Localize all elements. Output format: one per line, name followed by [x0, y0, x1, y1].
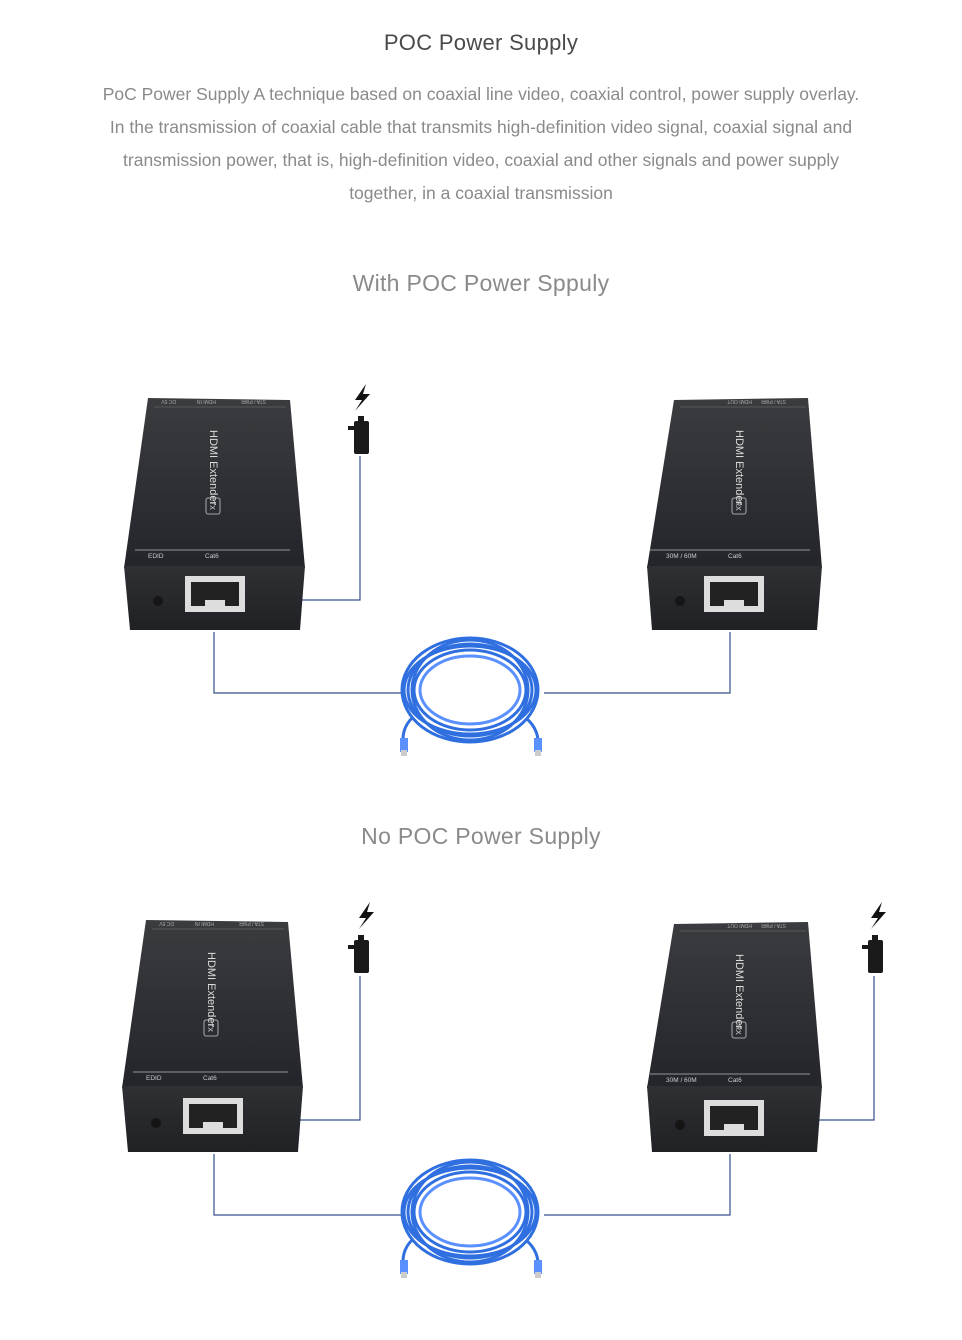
rx-badge: RX: [734, 501, 741, 511]
tx-top-label: HDMI IN: [194, 920, 214, 926]
rx-top-label: HDMI OUT: [727, 922, 752, 928]
tx-cat6-label: Cat6: [203, 1075, 217, 1082]
tx-edid-label: EDID: [146, 1075, 162, 1082]
description: PoC Power Supply A technique based on co…: [102, 84, 860, 203]
rx-top-label: STA / PWR: [761, 398, 786, 404]
section-title-no-poc: No POC Power Supply: [361, 823, 601, 849]
rx-cat6-label: Cat6: [728, 553, 742, 560]
rx-top-label: HDMI OUT: [727, 398, 752, 404]
rx-range-label: 30M / 60M: [666, 1077, 697, 1084]
lightning-icon: [355, 384, 370, 411]
cable-line-rx: [544, 1154, 731, 1216]
lightning-icon: [359, 902, 374, 929]
power-line-rx: [816, 976, 875, 1121]
diagram-no-poc: DC 5V HDMI IN STA / PWR HDMI Extender TX…: [122, 902, 886, 1278]
tx-top-label: DC 5V: [159, 920, 174, 926]
tx-cat6-label: Cat6: [205, 553, 219, 560]
power-adapter-icon: [862, 935, 883, 973]
tx-device-name: HDMI Extender: [205, 952, 217, 1028]
section-title-with-poc: With POC Power Sppuly: [352, 270, 610, 296]
cable-line-rx: [544, 632, 731, 694]
diagram-with-poc: DC 5V HDMI IN STA / PWR HDMI Extender TX…: [124, 384, 822, 756]
rx-badge: RX: [734, 1025, 741, 1035]
tx-edid-label: EDID: [148, 553, 164, 560]
rx-device: HDMI OUT STA / PWR HDMI Extender RX 30M …: [647, 922, 822, 1152]
power-line-tx: [300, 456, 361, 601]
tx-device-name: HDMI Extender: [207, 430, 219, 506]
rx-device: HDMI OUT STA / PWR HDMI Extender RX 30M …: [647, 398, 822, 630]
lightning-icon: [871, 902, 886, 929]
tx-top-label: DC 5V: [161, 398, 176, 404]
rx-device-name: HDMI Extender: [733, 954, 745, 1030]
connection-lines: [213, 976, 875, 1216]
cable-line-tx: [213, 1154, 402, 1216]
tx-device: DC 5V HDMI IN STA / PWR HDMI Extender TX…: [122, 920, 303, 1152]
tx-device: DC 5V HDMI IN STA / PWR HDMI Extender TX…: [124, 398, 305, 630]
power-line-tx: [300, 976, 361, 1121]
tx-badge: TX: [208, 501, 215, 510]
tx-top-label: HDMI IN: [196, 398, 216, 404]
tx-badge: TX: [206, 1023, 213, 1032]
tx-top-label: STA / PWR: [241, 398, 266, 404]
rx-device-name: HDMI Extender: [733, 430, 745, 506]
tx-top-label: STA / PWR: [239, 920, 264, 926]
power-adapter-icon: [348, 416, 369, 454]
cable-line-tx: [213, 632, 402, 694]
connection-lines: [213, 456, 731, 694]
rx-cat6-label: Cat6: [728, 1077, 742, 1084]
page-title: POC Power Supply: [383, 30, 579, 55]
network-cable-coil: [400, 636, 542, 756]
network-cable-coil: [400, 1158, 542, 1278]
rx-top-label: STA / PWR: [761, 922, 786, 928]
power-adapter-icon: [348, 935, 369, 973]
rx-range-label: 30M / 60M: [666, 553, 697, 560]
